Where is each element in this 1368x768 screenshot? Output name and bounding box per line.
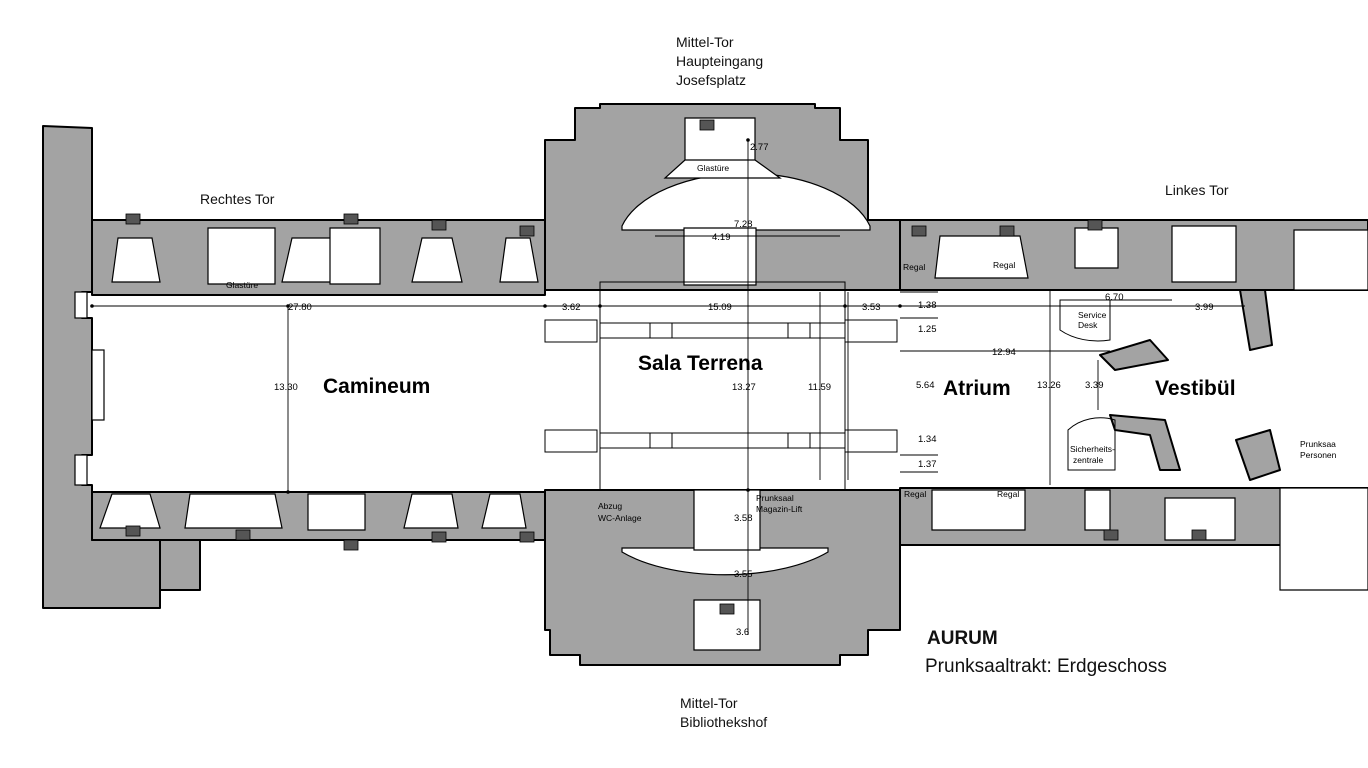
regal-label-3: Regal — [904, 489, 926, 499]
vestibule-pier-nw — [1239, 289, 1273, 351]
room-vestibuel: Vestibül — [1155, 377, 1236, 400]
gate-labels: Mittel-Tor Haupteingang Josefsplatz Rech… — [200, 34, 1229, 730]
dim-13-26: 13.26 — [1037, 380, 1061, 391]
glasture-label-top: Glastüre — [697, 163, 729, 173]
grille-row-south — [544, 429, 898, 453]
room-prunksaal: Prunksaa — [1300, 439, 1336, 449]
title-aurum: AURUM — [927, 628, 998, 649]
dim-5-64: 5.64 — [916, 380, 935, 391]
dim-27-80: 27.80 — [288, 302, 312, 313]
regal-label-1: Regal — [903, 262, 925, 272]
vestibule-pier-se — [1235, 429, 1281, 481]
service-pier — [1099, 339, 1169, 371]
security-pier — [1109, 414, 1181, 471]
room-details — [74, 281, 1116, 491]
room-camineum: Camineum — [323, 375, 430, 398]
security-line-1: Sicherheits- — [1070, 444, 1115, 454]
dim-1-38: 1.38 — [918, 300, 937, 311]
dim-12-94: 12.94 — [992, 347, 1016, 358]
dim-13-30: 13.30 — [274, 382, 298, 393]
room-personen: Personen — [1300, 450, 1337, 460]
dim-13-27: 13.27 — [732, 382, 756, 393]
dimension-lines — [90, 138, 1245, 635]
top-gate-line-2: Haupteingang — [676, 53, 763, 69]
top-gate-line-1: Mittel-Tor — [676, 34, 734, 50]
lift-line-1: Prunksaal — [756, 493, 794, 503]
dim-11-59: 11.59 — [808, 382, 831, 393]
dim-3-53: 3.53 — [862, 302, 881, 313]
lift-line-2: Magazin-Lift — [756, 504, 803, 514]
title-subtitle: Prunksaaltrakt: Erdgeschoss — [925, 656, 1167, 677]
dim-6-70: 6.70 — [1105, 292, 1124, 303]
sala-terrena-outline — [599, 281, 846, 491]
plan-title: AURUM Prunksaaltrakt: Erdgeschoss — [925, 628, 1167, 677]
right-gate-label: Rechtes Tor — [200, 191, 275, 207]
dim-3-6: 3.6 — [736, 627, 749, 638]
left-gate-label: Linkes Tor — [1165, 182, 1229, 198]
service-desk-line-1: Service — [1078, 310, 1107, 320]
dim-1-25: 1.25 — [918, 324, 937, 335]
abzug-line-1: Abzug — [598, 501, 622, 511]
dim-3-55: 3.55 — [734, 569, 753, 580]
south-vestibule — [621, 547, 829, 576]
grille-row-north — [544, 319, 898, 343]
dim-7-28: 7.28 — [734, 219, 753, 230]
glasture-label-left: Glastüre — [226, 280, 258, 290]
service-desk-line-2: Desk — [1078, 320, 1098, 330]
regal-label-4: Regal — [997, 489, 1019, 499]
room-atrium: Atrium — [943, 377, 1011, 400]
room-labels: Camineum Sala Terrena Atrium Vestibül Pr… — [323, 352, 1337, 460]
dim-3-62: 3.62 — [562, 302, 581, 313]
room-sala-terrena: Sala Terrena — [638, 352, 763, 375]
southwest-wall — [159, 539, 201, 591]
dimension-labels: 2.77 7.28 4.19 27.80 3.62 15.09 3.53 1.3… — [274, 142, 1214, 638]
dim-3-39: 3.39 — [1085, 380, 1104, 391]
dim-2-77: 2.77 — [750, 142, 769, 153]
walls — [42, 103, 1368, 666]
bottom-gate-line-1: Mittel-Tor — [680, 695, 738, 711]
bottom-gate-line-2: Bibliothekshof — [680, 714, 767, 730]
abzug-line-2: WC-Anlage — [598, 513, 642, 523]
central-south-block — [544, 489, 901, 666]
wall-piers — [125, 119, 1207, 615]
regal-label-2: Regal — [993, 260, 1015, 270]
security-line-2: zentrale — [1073, 455, 1104, 465]
dim-15-09: 15.09 — [708, 302, 732, 313]
top-gate-line-3: Josefsplatz — [676, 72, 746, 88]
dim-1-37: 1.37 — [918, 459, 937, 470]
dim-3-99: 3.99 — [1195, 302, 1214, 313]
dim-1-34: 1.34 — [918, 434, 937, 445]
dim-4-19: 4.19 — [712, 232, 731, 243]
dim-3-58: 3.58 — [734, 513, 753, 524]
small-labels: Glastüre Glastüre Regal Regal Regal Rega… — [226, 163, 1115, 523]
